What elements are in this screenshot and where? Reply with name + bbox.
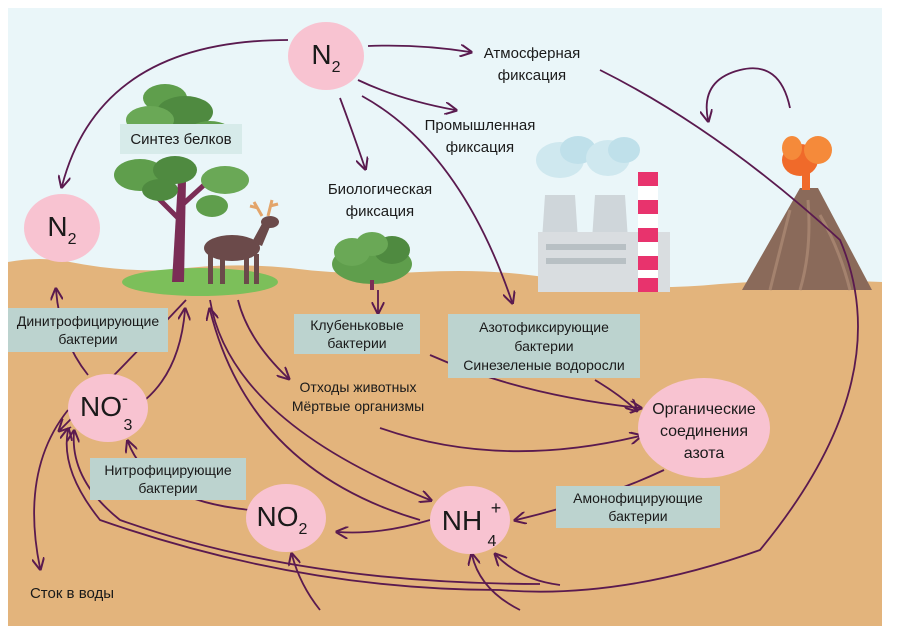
arrow-bottom-to-nh4-b [472, 555, 521, 611]
nh4-subscript: 4 [488, 533, 497, 550]
nitrifying-line-1: Нитрофицирующие [104, 462, 232, 478]
arrow-no3-to-tree [144, 310, 185, 401]
arrow-n2-to-bio [339, 97, 365, 168]
arrow-atm-to-no3 [67, 69, 859, 593]
arrow-volcano-loop [707, 67, 791, 120]
svg-text:N2: N2 [47, 211, 76, 248]
nitrifying-line-2: бактерии [138, 480, 197, 496]
n2-left-subscript: 2 [68, 231, 77, 248]
n2-left-node: N2 [24, 194, 100, 262]
grass-patch [122, 268, 278, 296]
svg-text:NO2: NO2 [257, 501, 308, 538]
arrow-bottom-to-no3 [74, 432, 541, 585]
ammonifying-line-2: бактерии [608, 508, 667, 524]
ind-fixation-line-2: фиксация [446, 139, 514, 156]
organic-line-2: соединения [660, 423, 748, 440]
svg-text:NO-: NO- [80, 388, 128, 422]
ammonifying-bacteria-box [556, 486, 720, 528]
bio-fixation-line-1: Биологическая [328, 181, 432, 198]
arrow-waste-to-organic [379, 427, 640, 453]
arrow-n2-to-azoto [361, 95, 512, 302]
no3-superscript: - [122, 388, 128, 408]
nh4-superscript: + [491, 498, 502, 518]
n2-top-node: N2 [288, 22, 364, 90]
n2-top-symbol: N [311, 39, 331, 70]
organic-compounds-node: Органические соединения азота [638, 378, 770, 478]
ammonifying-line-1: Амонофицирующие [573, 490, 703, 506]
atm-fixation-line-1: Атмосферная [484, 45, 580, 62]
bio-fixation-line-2: фиксация [346, 203, 414, 220]
volcano-illustration [742, 136, 872, 291]
arrow-tree-to-nh4 [209, 299, 430, 500]
azotofixing-line-3: Синезеленые водоросли [463, 357, 624, 373]
bush-illustration [332, 232, 412, 290]
nitrifying-bacteria-box [90, 458, 246, 500]
nh4-symbol: NH [442, 505, 482, 536]
azotofixing-line-2: бактерии [514, 338, 573, 354]
nh4-node: NH + 4 [430, 486, 510, 554]
protein-synthesis-label: Синтез белков [130, 131, 231, 148]
denitrifying-line-1: Динитрофицирующие [17, 313, 159, 329]
arrow-nh4-to-tree [210, 310, 421, 521]
arrow-n2-to-atm [367, 46, 470, 52]
nodule-bacteria-box [294, 314, 420, 354]
denitrifying-bacteria-box [8, 308, 168, 352]
waste-line-1: Отходы животных [300, 379, 417, 395]
nodule-bacteria-line-1: Клубеньковые [310, 317, 404, 333]
factory-illustration [536, 136, 670, 292]
arrow-bottom-to-nh4-a [496, 555, 561, 586]
denitrifying-line-2: бактерии [58, 331, 117, 347]
no2-symbol: NO [257, 501, 299, 532]
azotofixing-bacteria-box [448, 314, 640, 378]
arrow-azoto-to-organic [594, 379, 636, 410]
arrow-bottom-to-no2 [292, 555, 321, 611]
arrow-animal-to-waste [237, 299, 288, 378]
svg-text:N2: N2 [311, 39, 340, 76]
no2-subscript: 2 [299, 521, 308, 538]
no3-symbol: NO [80, 391, 122, 422]
ind-fixation-line-1: Промышленная [425, 117, 536, 134]
arrow-nh4-to-no2 [338, 519, 431, 533]
deer-illustration [204, 199, 279, 284]
organic-line-3: азота [684, 445, 725, 462]
arrow-n2-to-ind [357, 79, 455, 110]
nodule-bacteria-line-2: бактерии [327, 335, 386, 351]
runoff-label: Сток в воды [30, 585, 114, 602]
no3-node: NO- 3 [68, 374, 148, 442]
azotofixing-line-1: Азотофиксирующие [479, 319, 609, 335]
arrow-n2-to-n2left [62, 39, 289, 186]
n2-left-symbol: N [47, 211, 67, 242]
tree-illustration [114, 84, 249, 282]
no3-subscript: 3 [124, 417, 133, 434]
organic-line-1: Органические [652, 401, 756, 418]
n2-top-subscript: 2 [332, 59, 341, 76]
protein-synthesis-box [120, 124, 242, 154]
waste-line-2: Мёртвые организмы [292, 398, 424, 414]
no2-node: NO2 [246, 484, 326, 552]
atm-fixation-line-2: фиксация [498, 67, 566, 84]
